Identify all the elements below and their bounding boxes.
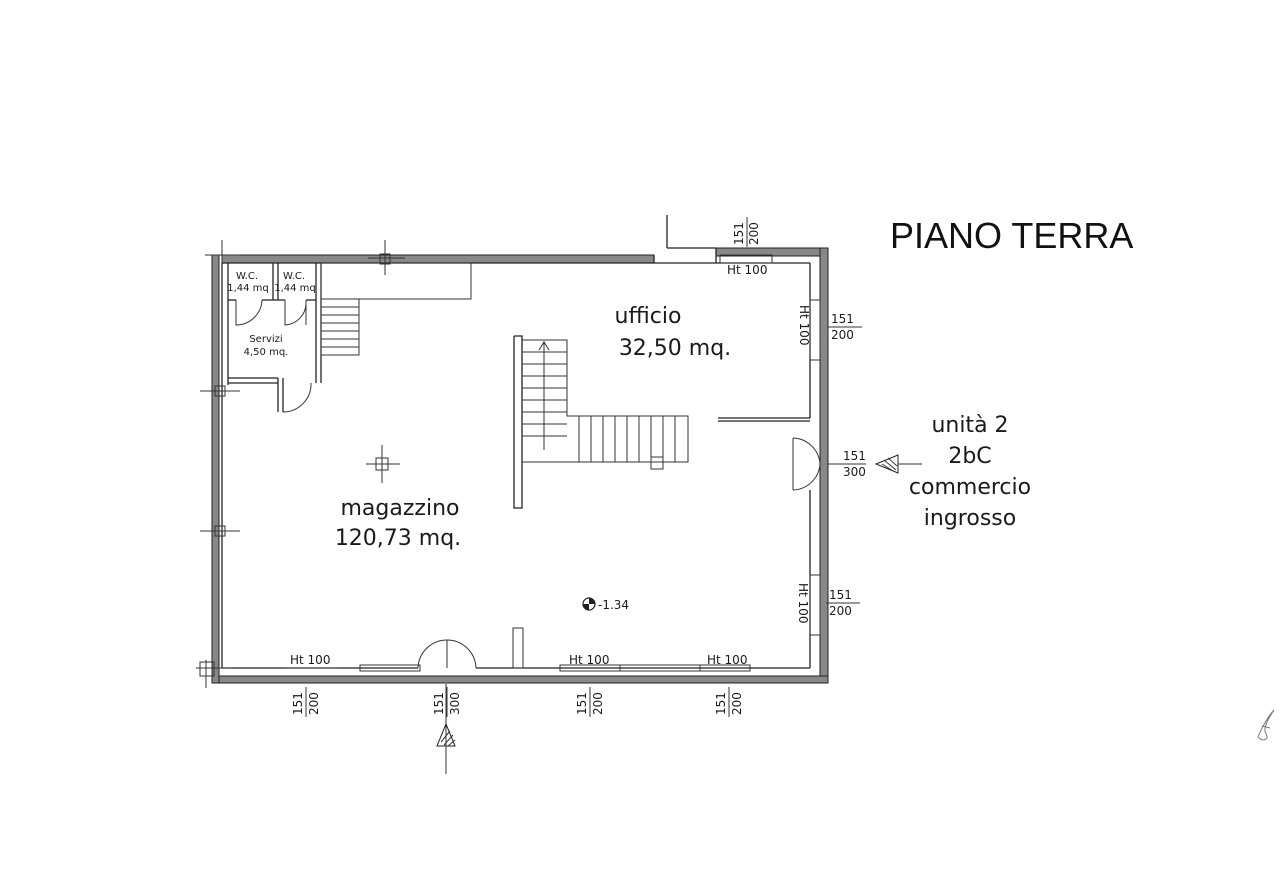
plan-title: PIANO TERRA [890,215,1133,256]
window-bottom-3-label: 151 200 [714,687,744,717]
unit-line-1: unità 2 [931,413,1008,438]
ht-right-2: Ht 100 [796,583,810,623]
magazzino-name: magazzino [341,496,460,521]
doors [235,299,821,669]
ufficio-name: ufficio [615,304,682,329]
svg-text:151: 151 [432,692,446,715]
signature-mark [1257,709,1275,741]
svg-text:151: 151 [291,692,305,715]
window-top-label: 151 200 [732,217,761,247]
svg-text:151: 151 [829,588,852,602]
svg-text:200: 200 [831,328,854,342]
internal-walls [227,262,810,669]
wc2-area: 1,44 mq [274,283,316,294]
svg-text:151: 151 [831,312,854,326]
magazzino-area: 120,73 mq. [335,526,461,551]
svg-text:200: 200 [829,604,852,618]
svg-text:200: 200 [730,692,744,715]
servizi-area: 4,50 mq. [244,347,289,358]
svg-text:151: 151 [714,692,728,715]
window-bottom-1-label: 151 200 [291,687,321,717]
stairs-small [320,298,360,356]
floor-drain [366,445,400,483]
entrance-right-label: 151 300 [828,449,922,479]
servizi-name: Servizi [249,334,282,345]
ufficio-area: 32,50 mq. [619,336,731,361]
window-marks [196,240,821,688]
svg-text:200: 200 [307,692,321,715]
ht-top: Ht 100 [727,263,767,277]
window-right-1-label: 151 200 [828,312,862,342]
entrance-bottom-arrow [436,684,456,774]
svg-text:200: 200 [747,222,761,245]
svg-text:300: 300 [448,692,462,715]
ht-bottom-2: Ht 100 [569,653,609,667]
window-right-2-label: 151 200 [826,588,860,618]
entrance-bottom-label: 151 300 [432,687,462,717]
level-mark-value: -1.34 [598,598,629,612]
svg-text:200: 200 [591,692,605,715]
unit-line-2: 2bC [948,444,991,469]
stairs-main [513,335,689,509]
ht-right-1: Ht 100 [797,305,811,345]
wc2-name: W.C. [283,271,305,282]
unit-line-4: ingrosso [924,506,1016,531]
svg-text:151: 151 [732,222,746,245]
ht-bottom-3: Ht 100 [707,653,747,667]
wc1-area: 1,44 mq [227,283,269,294]
level-mark: -1.34 [582,597,629,612]
svg-text:300: 300 [843,465,866,479]
window-bottom-2-label: 151 200 [575,687,605,717]
outer-walls [211,215,829,684]
svg-text:151: 151 [843,449,866,463]
wc1-name: W.C. [236,271,258,282]
svg-text:151: 151 [575,692,589,715]
ht-bottom-1: Ht 100 [290,653,330,667]
unit-line-3: commercio [909,475,1031,500]
